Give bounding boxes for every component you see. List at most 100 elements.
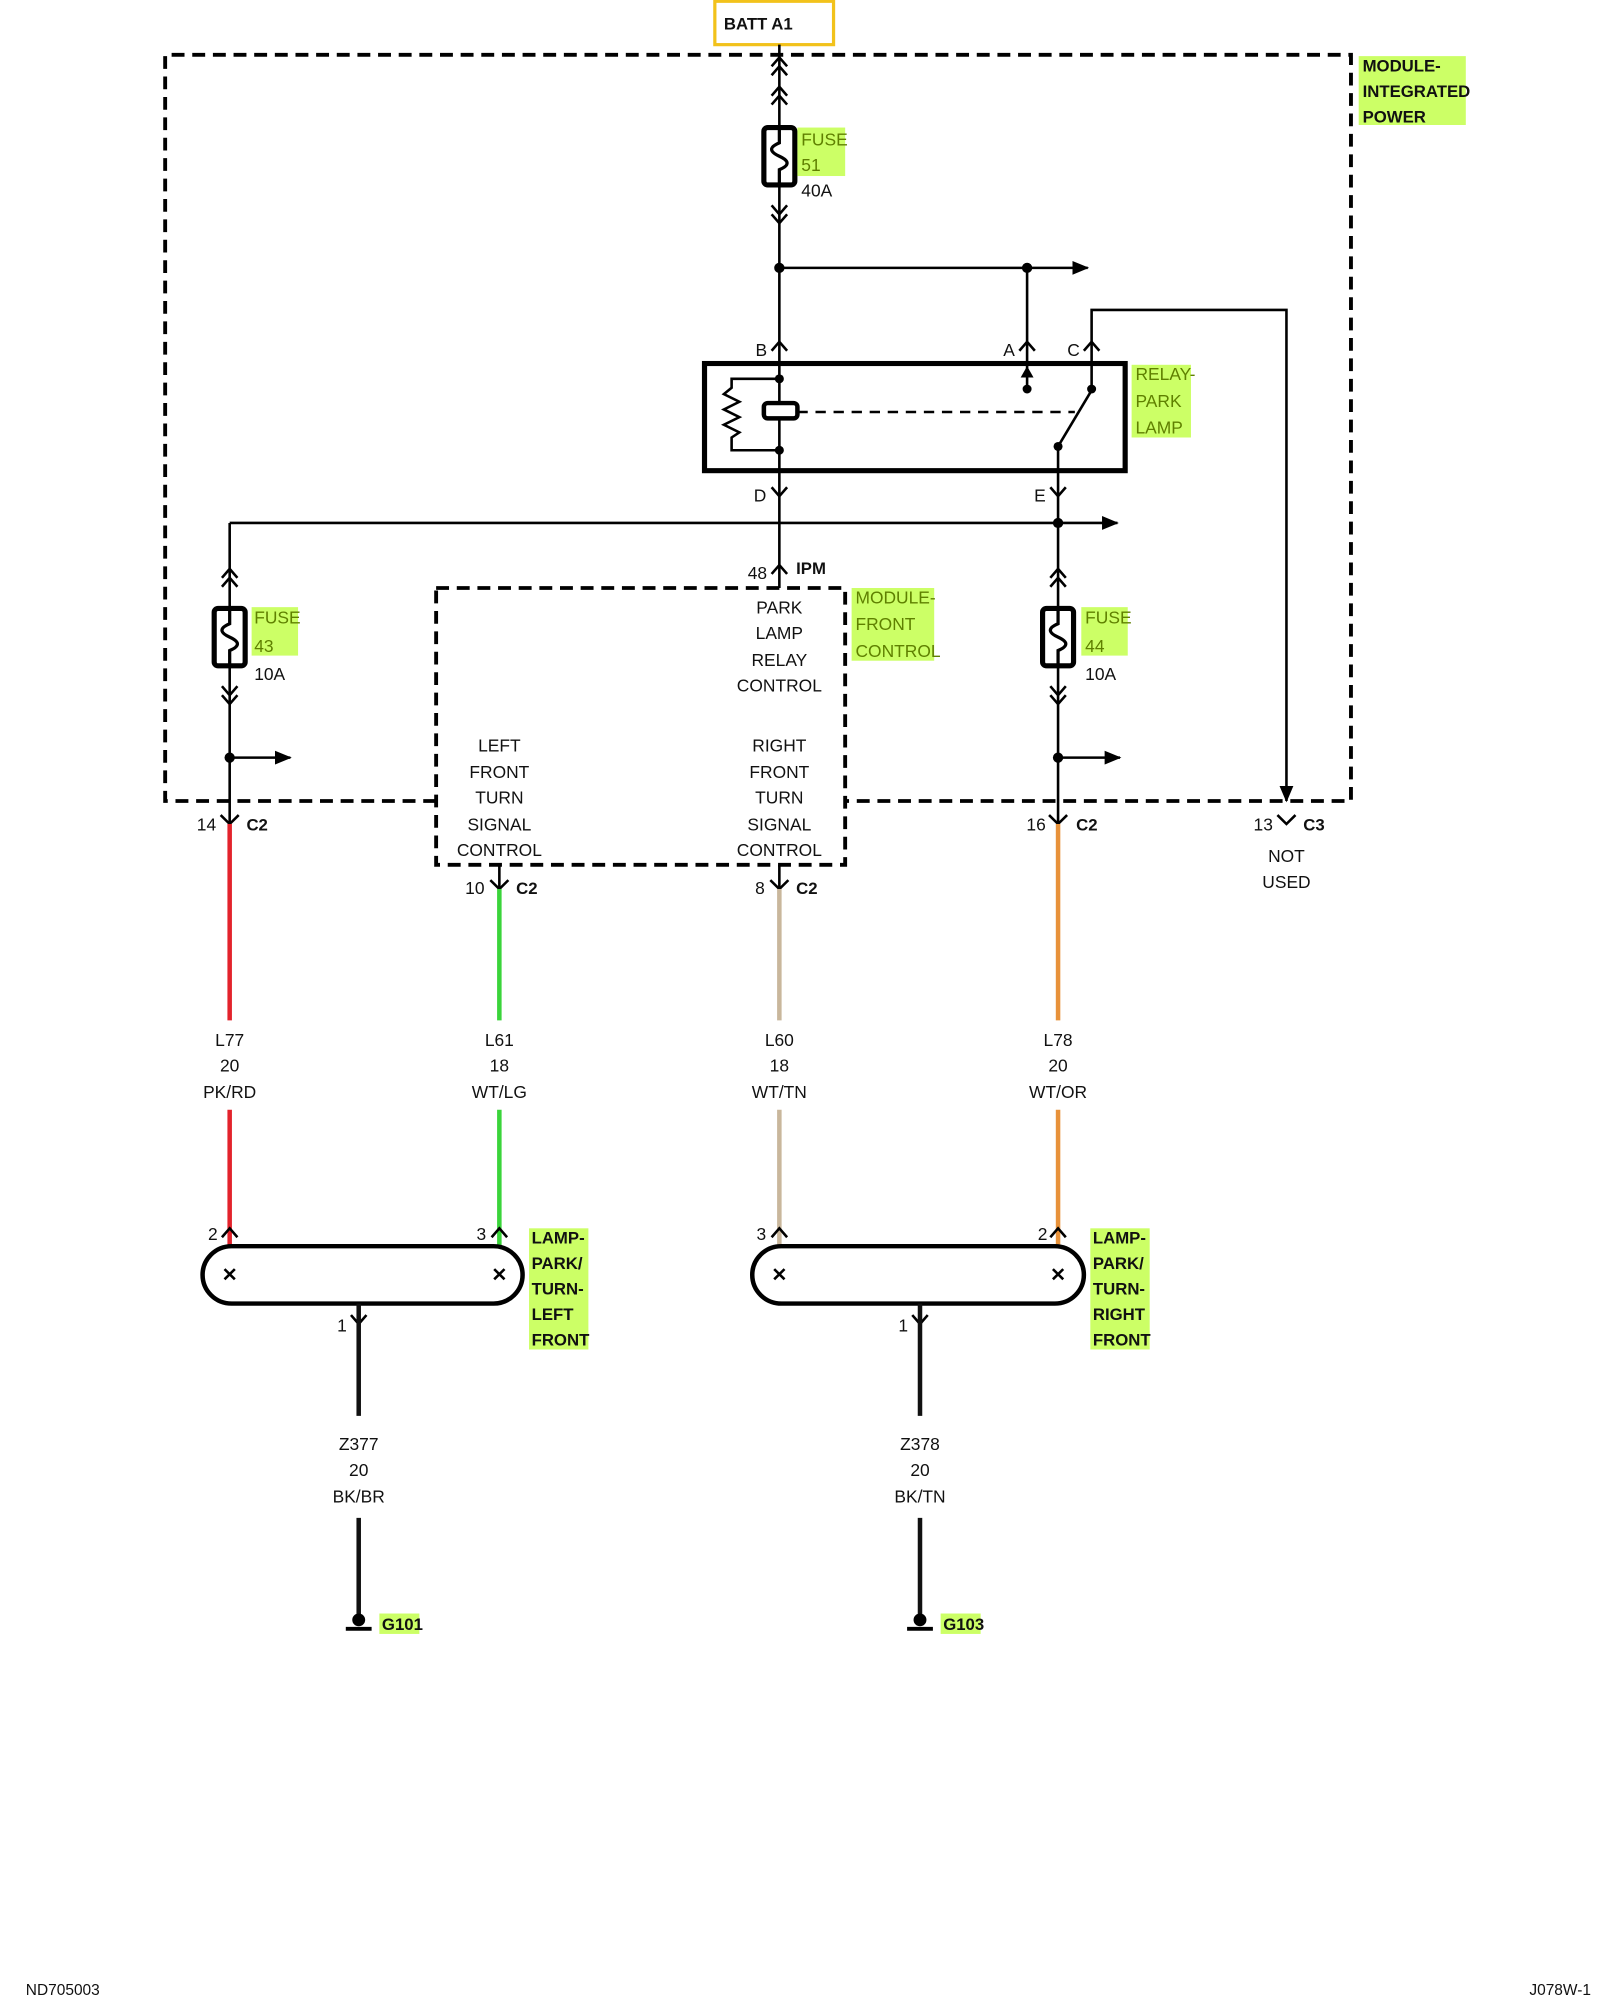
left-turn-signal-control-text: CONTROL <box>457 840 542 860</box>
fuse-51-rating: 40A <box>801 181 832 201</box>
front-control-module-label-highlight <box>851 588 935 661</box>
c2-16-connector: 16 C2 <box>1026 814 1098 834</box>
relay-pin-c-label: C <box>1067 340 1080 360</box>
right-lamp-label-highlight <box>1090 1228 1150 1350</box>
fuse-51-label: FUSE <box>801 130 847 150</box>
c3-13-note: USED <box>1262 872 1310 892</box>
ipm-48-name: IPM <box>796 559 826 578</box>
relay-pin-d-label: D <box>754 485 767 505</box>
left-turn-signal-control-text: FRONT <box>469 762 529 782</box>
c3-13-pin: 13 <box>1254 814 1273 834</box>
left-lamp-label-highlight <box>529 1228 589 1350</box>
relay-pin-e-chevron <box>1049 486 1067 499</box>
footer-right-code: J078W-1 <box>1529 1982 1591 1999</box>
relay-pin-d-chevron <box>770 486 789 499</box>
right-turn-signal-control-text: SIGNAL <box>747 814 811 834</box>
wire-l60-gauge: 18 <box>770 1056 789 1076</box>
relay-pin-a-label: A <box>1003 340 1015 360</box>
fuse-44-number: 44 <box>1085 636 1105 656</box>
junction-dot <box>1052 752 1064 763</box>
wire-l60-color-code: WT/TN <box>752 1082 807 1102</box>
front-control-module-label-line-3: CONTROL <box>855 641 940 661</box>
park-lamp-relay-control-text: RELAY <box>751 650 807 670</box>
wire-l77-color-code: PK/RD <box>203 1082 256 1102</box>
relay-coil <box>761 400 800 421</box>
wire-l77-circuit: L77 <box>215 1030 244 1050</box>
ground-g101: G101 <box>345 1613 423 1634</box>
wire-l77-gauge: 20 <box>220 1056 239 1076</box>
wire-z378: Z378 20 BK/TN <box>894 1303 946 1615</box>
connector-chevron <box>220 575 239 588</box>
relay-box <box>701 360 1128 474</box>
junction-dot <box>1052 517 1064 529</box>
connector-chevron <box>1276 814 1297 826</box>
wire-z377: Z377 20 BK/BR <box>333 1303 385 1615</box>
relay-feed-branch <box>774 260 1294 803</box>
relay-label-line-2: PARK <box>1135 391 1182 411</box>
fuse-44-circuit: FUSE 44 10A <box>1040 566 1132 824</box>
ipm-48-pin: 48 <box>748 563 767 583</box>
fuse-44-element <box>1048 608 1068 666</box>
wire-l78-color-code: WT/OR <box>1029 1082 1087 1102</box>
wire-l60-circuit: L60 <box>765 1030 794 1050</box>
left-lamp-body <box>200 1243 525 1306</box>
right-lamp-pin-label: 3 <box>756 1224 766 1244</box>
ground-icon <box>352 1613 366 1627</box>
right-lamp-label-line: TURN- <box>1093 1280 1145 1299</box>
relay-pin-e-label: E <box>1034 485 1046 505</box>
connector-chevron <box>770 55 789 68</box>
left-lamp-label-line: PARK/ <box>532 1254 583 1273</box>
relay-pin-c-chevron <box>1082 339 1101 352</box>
wire-l61-circuit: L61 <box>485 1030 514 1050</box>
lamp-filament-mark <box>223 1268 236 1281</box>
lamp-filament-mark <box>493 1268 506 1281</box>
battery-connector: BATT A1 <box>713 0 836 47</box>
lamp-pin-chevron <box>490 1226 509 1239</box>
c2-10-name: C2 <box>516 879 537 898</box>
footer-left-code: ND705003 <box>26 1982 100 1999</box>
fuse-43-rating: 10A <box>254 664 285 684</box>
relay-pin-a-chevron <box>1018 339 1036 352</box>
fuse-43-element <box>220 608 239 666</box>
relay-contact-a <box>1022 384 1032 394</box>
connector-chevron <box>770 93 789 106</box>
c2-10-connector: 10 C2 <box>465 864 538 898</box>
connector-chevron <box>770 204 789 217</box>
c2-16-name: C2 <box>1076 815 1097 834</box>
right-lamp-body <box>750 1243 1087 1306</box>
left-turn-signal-control-text: TURN <box>475 788 523 808</box>
c2-14-connector: 14 C2 <box>197 814 268 834</box>
connector-chevron <box>770 563 789 575</box>
left-lamp-pin-label: 2 <box>208 1224 218 1244</box>
wire-z377-gauge: 20 <box>349 1460 368 1480</box>
fuse-44-label: FUSE <box>1085 608 1131 628</box>
relay-contact-c <box>1087 384 1097 394</box>
wire-l61-gauge: 18 <box>490 1056 509 1076</box>
wire-z377-circuit: Z377 <box>339 1434 379 1454</box>
lamp-filament-mark <box>773 1268 786 1281</box>
right-lamp-pin-label: 2 <box>1038 1224 1048 1244</box>
c3-13-name: C3 <box>1303 815 1324 834</box>
c3-13-connector: 13 C3 NOT USED <box>1254 814 1325 892</box>
fuse-51-element <box>770 127 789 185</box>
right-turn-signal-control-text: FRONT <box>749 762 809 782</box>
ipm-48-connector: 48 IPM <box>748 559 826 583</box>
right-lamp-label-line: RIGHT <box>1093 1305 1145 1324</box>
connector-chevron <box>1049 575 1067 588</box>
battery-label: BATT A1 <box>724 14 793 33</box>
lamp-filament-mark <box>1051 1268 1065 1281</box>
left-lamp-label-line: FRONT <box>532 1331 590 1350</box>
ground-g103: G103 <box>907 1613 984 1634</box>
relay-coil-resistor <box>720 377 780 452</box>
lamp-park-turn-right-front: 3 2 LAMP- PARK/ TURN- RIGHT FRONT 1 <box>750 1224 1151 1350</box>
relay-pin-b-chevron <box>770 339 789 352</box>
connector-chevron <box>770 213 789 226</box>
left-lamp-ground-pin: 1 <box>337 1316 347 1336</box>
right-lamp-label-line: LAMP- <box>1093 1229 1146 1248</box>
battery-box <box>713 0 836 47</box>
integrated-power-module-label-highlight <box>1358 56 1466 125</box>
left-turn-signal-control-text: SIGNAL <box>467 814 531 834</box>
fuse-43-circuit: FUSE 43 10A <box>211 566 301 824</box>
wire-l61: L61 18 WT/LG <box>472 889 527 1247</box>
